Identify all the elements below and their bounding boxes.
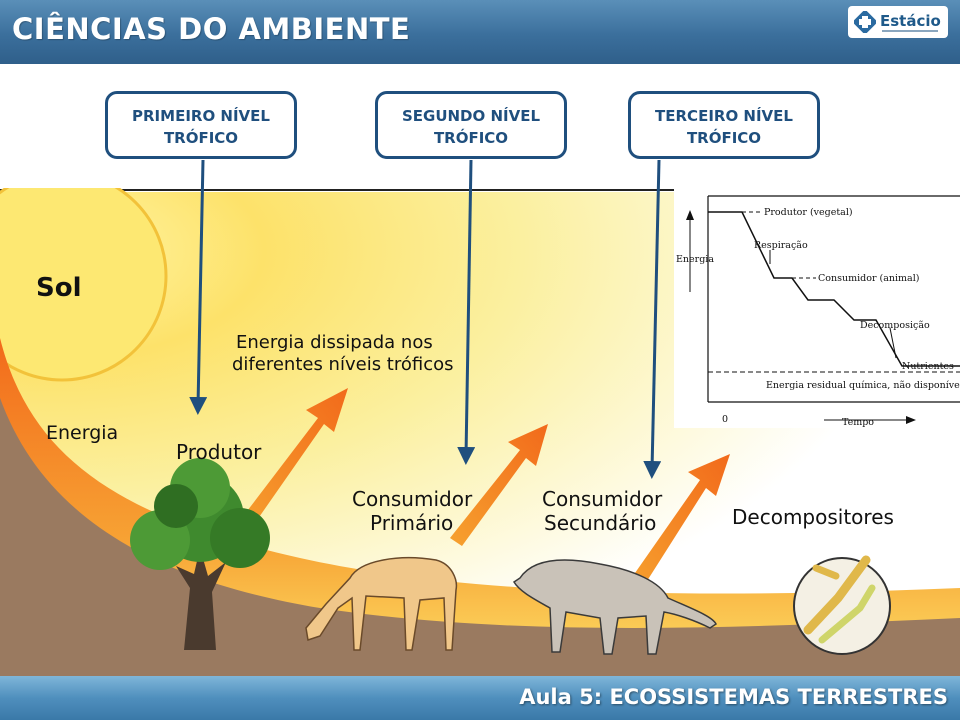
header-bar: CIÊNCIAS DO AMBIENTE Estácio [0, 0, 960, 64]
level-box-second-line2: TRÓFICO [378, 127, 564, 149]
level-box-first-line2: TRÓFICO [108, 127, 294, 149]
secondary-consumer-label-line2: Secundário [544, 511, 656, 535]
chart-ylabel: Energia [676, 254, 714, 265]
logo-subline [882, 30, 938, 32]
footer-bar: Aula 5: ECOSSISTEMAS TERRESTRES [0, 676, 960, 720]
level-box-first: PRIMEIRO NÍVEL TRÓFICO [105, 91, 297, 159]
chart-label-nutrients: Nutrientes [902, 361, 954, 372]
chart-xlabel: Tempo [842, 417, 874, 428]
lesson-title: Aula 5: ECOSSISTEMAS TERRESTRES [519, 685, 948, 709]
logo-text: Estácio [880, 12, 941, 30]
primary-consumer-label-line1: Consumidor [352, 487, 473, 511]
chart-label-respiration: Respiração [754, 240, 808, 251]
chart-label-residual: Energia residual química, não disponível [766, 380, 960, 391]
level-box-second: SEGUNDO NÍVEL TRÓFICO [375, 91, 567, 159]
chart-label-decomposition: Decomposição [860, 320, 930, 331]
page-title: CIÊNCIAS DO AMBIENTE [12, 12, 410, 46]
level-box-third: TERCEIRO NÍVEL TRÓFICO [628, 91, 820, 159]
estacio-logo-icon [854, 11, 876, 33]
estacio-logo: Estácio [848, 6, 948, 38]
level-box-second-line1: SEGUNDO NÍVEL [378, 105, 564, 127]
level-box-third-line2: TRÓFICO [631, 127, 817, 149]
chart-origin: 0 [722, 414, 728, 425]
primary-consumer-label-line2: Primário [370, 511, 453, 535]
dissipated-label-line2: diferentes níveis tróficos [232, 354, 454, 375]
energy-chart-inset: Energia Tempo 0 Produtor (vegetal) Respi… [674, 188, 960, 428]
chart-label-consumer: Consumidor (animal) [818, 273, 919, 284]
level-box-third-line1: TERCEIRO NÍVEL [631, 105, 817, 127]
level-box-first-line1: PRIMEIRO NÍVEL [108, 105, 294, 127]
decomposers-label: Decompositores [732, 505, 894, 529]
secondary-consumer-label-line1: Consumidor [542, 487, 663, 511]
producer-label: Produtor [176, 440, 262, 464]
energy-label: Energia [46, 422, 118, 444]
sun-label: Sol [36, 273, 82, 303]
dissipated-label-line1: Energia dissipada nos [236, 332, 433, 353]
chart-label-producer: Produtor (vegetal) [764, 207, 853, 218]
decomposers-illustration [794, 558, 890, 654]
